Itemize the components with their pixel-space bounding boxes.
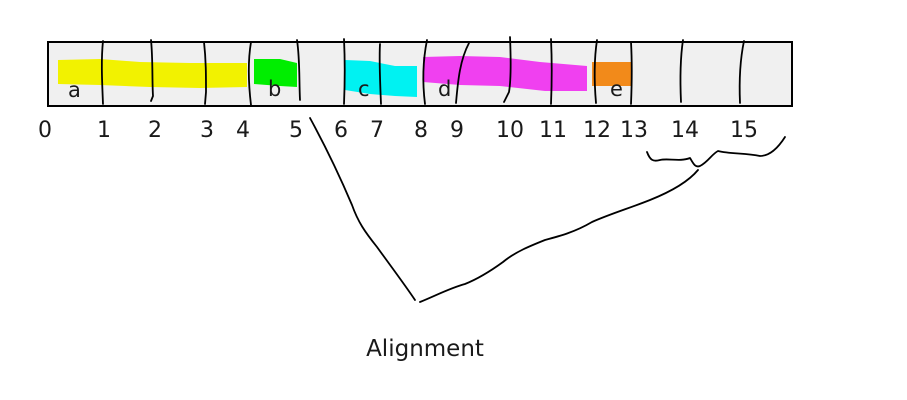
boundary-number-4: 4 bbox=[236, 118, 250, 143]
divider-7 bbox=[378, 43, 382, 105]
boundary-number-2: 2 bbox=[148, 118, 162, 143]
boundary-number-10: 10 bbox=[496, 118, 524, 143]
field-label-c: c bbox=[358, 77, 370, 101]
field-c-highlight bbox=[345, 60, 417, 97]
divider-12 bbox=[593, 39, 598, 104]
divider-4 bbox=[247, 41, 252, 106]
boundary-number-15: 15 bbox=[730, 118, 758, 143]
divider-5 bbox=[296, 39, 301, 101]
boundary-number-9: 9 bbox=[450, 118, 464, 143]
divider-9 bbox=[455, 42, 470, 104]
boundary-number-11: 11 bbox=[539, 118, 567, 143]
divider-6 bbox=[343, 38, 346, 105]
field-label-a: a bbox=[68, 78, 81, 102]
boundary-number-8: 8 bbox=[414, 118, 428, 143]
boundary-numbers: 0 1 2 3 4 5 6 7 8 9 10 11 12 13 14 15 bbox=[38, 118, 758, 143]
boundary-number-1: 1 bbox=[97, 118, 111, 143]
diagram-caption: Alignment bbox=[366, 336, 484, 362]
divider-8 bbox=[422, 39, 428, 105]
boundary-number-6: 6 bbox=[334, 118, 348, 143]
field-label-d: d bbox=[438, 77, 451, 101]
boundary-number-3: 3 bbox=[200, 118, 214, 143]
field-b-highlight bbox=[254, 59, 297, 87]
byte-dividers bbox=[100, 36, 745, 106]
divider-15 bbox=[738, 40, 745, 104]
field-label-b: b bbox=[268, 77, 281, 101]
divider-13 bbox=[630, 41, 633, 105]
boundary-number-14: 14 bbox=[671, 118, 699, 143]
divider-1 bbox=[100, 40, 104, 105]
divider-2 bbox=[150, 39, 154, 102]
divider-10 bbox=[503, 36, 512, 103]
padding-brace bbox=[646, 136, 786, 168]
field-d-highlight bbox=[423, 56, 587, 91]
field-label-e: e bbox=[610, 77, 623, 101]
divider-11 bbox=[550, 38, 553, 105]
divider-14 bbox=[679, 39, 684, 103]
divider-3 bbox=[203, 41, 207, 105]
boundary-number-7: 7 bbox=[370, 118, 384, 143]
field-labels: a b c d e bbox=[68, 77, 623, 102]
field-e-highlight bbox=[592, 62, 631, 86]
boundary-number-0: 0 bbox=[38, 118, 52, 143]
boundary-number-5: 5 bbox=[289, 118, 303, 143]
alignment-pointer bbox=[309, 117, 699, 303]
pointer-line-from-padding bbox=[419, 169, 699, 303]
boundary-number-12: 12 bbox=[583, 118, 611, 143]
boundary-number-13: 13 bbox=[620, 118, 648, 143]
pointer-line-from-gap bbox=[309, 117, 416, 301]
